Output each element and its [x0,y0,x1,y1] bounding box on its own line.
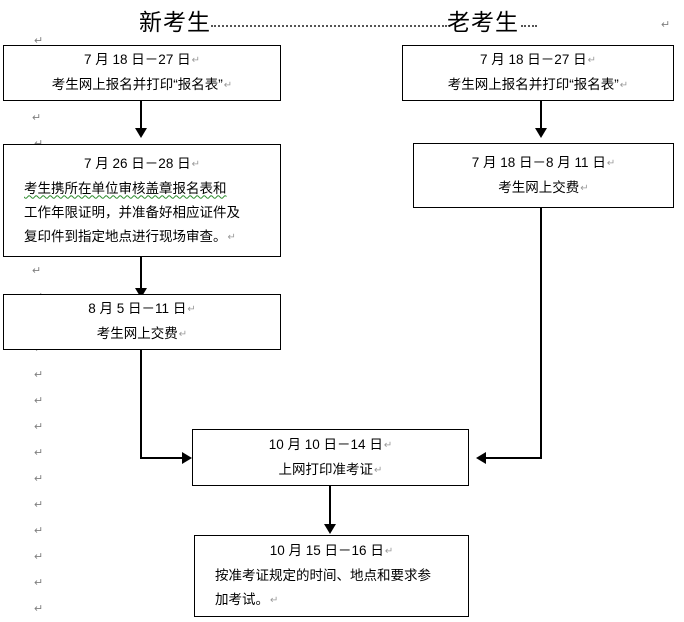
connector-ticket-to-exam [329,485,331,525]
flowchart-header: 新考生 老考生 [0,4,684,36]
connector-review-to-pay [140,256,142,292]
node-date: 7 月 26 日－28 日↵ [84,155,200,171]
node-old-register[interactable]: 7 月 18 日－27 日↵ 考生网上报名并打印“报名表”↵ [402,45,674,101]
node-text: 考生网上报名并打印“报名表”↵ [51,77,233,92]
paragraph-mark-icon: ↵ [34,447,44,459]
arrow-down-icon [135,128,147,138]
node-text: 按准考证规定的时间、地点和要求参 [215,568,431,583]
arrow-left-icon [476,452,486,464]
paragraph-mark-icon: ↵ [661,19,671,31]
connector-pay-elbow-vertical [140,350,142,459]
node-new-pay[interactable]: 8 月 5 日－11 日↵ 考生网上交费↵ [3,294,281,350]
header-dot-leader [211,10,447,36]
node-new-register[interactable]: 7 月 18 日－27 日↵ 考生网上报名并打印“报名表”↵ [3,45,281,101]
paragraph-mark-icon: ↵ [34,603,44,615]
arrow-down-icon [535,128,547,138]
connector-old-register-to-pay [540,100,542,130]
connector-new-register-to-review [140,100,142,130]
connector-oldpay-elbow-vertical [540,208,542,459]
header-dot-leader-tail [519,10,545,36]
paragraph-mark-icon: ↵ [34,577,44,589]
paragraph-mark-icon: ↵ [34,473,44,485]
paragraph-mark-icon: ↵ [34,499,44,511]
paragraph-mark-icon: ↵ [34,369,44,381]
node-take-exam[interactable]: 10 月 15 日－16 日↵ 按准考证规定的时间、地点和要求参 加考试。↵ [194,535,469,617]
column-header-old-candidate: 老考生 [447,10,519,35]
node-date: 10 月 15 日－16 日↵ [269,543,394,558]
node-print-admission-ticket[interactable]: 10 月 10 日－14 日↵ 上网打印准考证↵ [192,429,469,486]
column-header-new-candidate: 新考生 [139,10,211,35]
node-old-pay[interactable]: 7 月 18 日－8 月 11 日↵ 考生网上交费↵ [413,143,674,208]
node-date: 7 月 18 日－27 日↵ [480,52,596,67]
connector-oldpay-elbow-horizontal [485,457,542,459]
node-date: 10 月 10 日－14 日↵ [268,436,393,452]
node-date: 7 月 18 日－27 日↵ [84,52,200,67]
paragraph-mark-icon: ↵ [34,395,44,407]
node-text: 加考试。↵ [215,592,279,607]
paragraph-mark-icon: ↵ [34,525,44,537]
node-text: 考生携所在单位审核盖章报名表和 [24,180,227,196]
node-date: 7 月 18 日－8 月 11 日↵ [471,154,616,170]
node-text: 上网打印准考证↵ [278,461,383,477]
paragraph-mark-icon: ↵ [32,112,42,124]
node-text: 考生网上报名并打印“报名表”↵ [447,77,629,92]
node-text: 复印件到指定地点进行现场审查。↵ [24,228,236,244]
paragraph-mark-icon: ↵ [32,265,42,277]
arrow-down-icon [324,524,336,534]
node-new-onsite-review[interactable]: 7 月 26 日－28 日↵ 考生携所在单位审核盖章报名表和 工作年限证明，并准… [3,144,281,257]
arrow-down-icon [135,288,147,298]
connector-pay-elbow-horizontal [140,457,185,459]
paragraph-mark-icon: ↵ [34,421,44,433]
paragraph-mark-icon: ↵ [34,35,44,47]
node-text: 工作年限证明，并准备好相应证件及 [24,204,240,220]
node-text: 考生网上交费↵ [498,179,589,195]
arrow-right-icon [182,452,192,464]
node-text: 考生网上交费↵ [96,326,188,341]
node-date: 8 月 5 日－11 日↵ [88,301,196,316]
paragraph-mark-icon: ↵ [34,551,44,563]
